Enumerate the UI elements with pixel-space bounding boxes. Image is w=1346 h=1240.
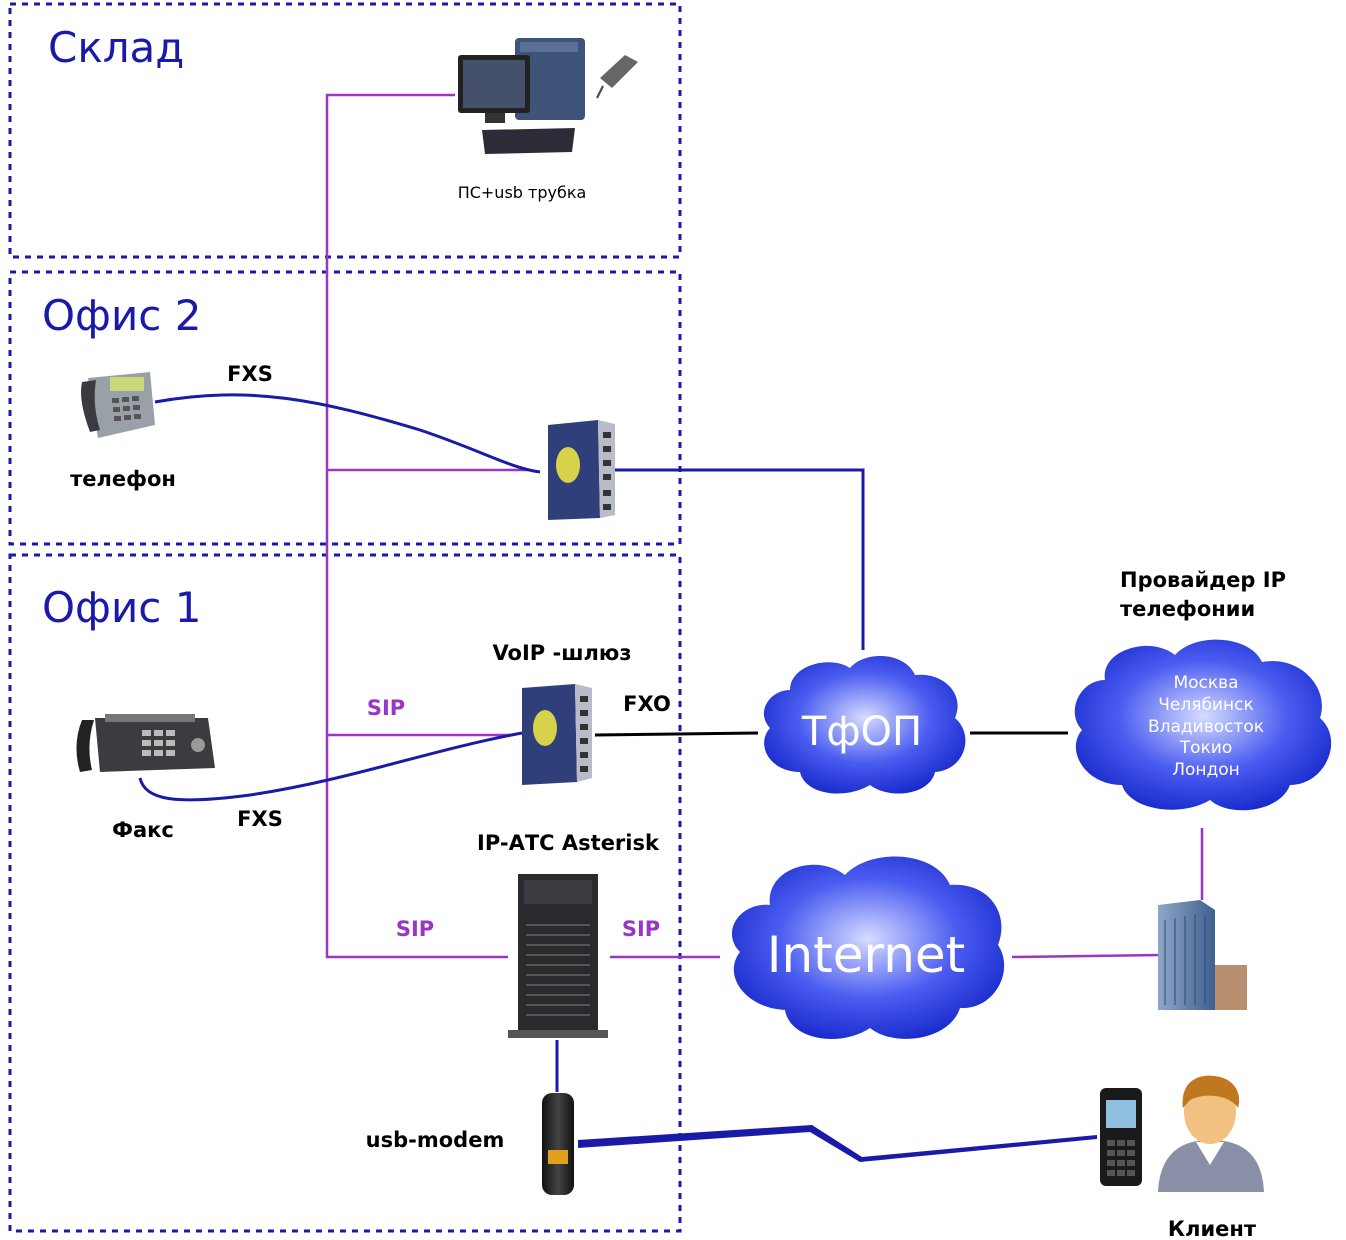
fxs-top-label: FXS [227,362,273,386]
pc-icon [458,38,638,154]
tfop-text: ТфОП [801,709,922,755]
building-icon [1158,900,1247,1010]
voip-gateway-label: VoIP -шлюз [492,641,631,665]
zone-ofis2: Офис 2 [8,270,682,546]
usb-modem-label: usb-modem [366,1128,505,1152]
city-vladivostok: Владивосток [1148,717,1264,737]
telefon-label: телефон [70,467,176,491]
zone-sklad-title: Склад [48,23,184,72]
city-chelyabinsk: Челябинск [1158,695,1253,715]
purple-lan-lines [325,93,1204,959]
fxs-bottom-label: FXS [237,807,283,831]
tfop-cloud: ТфОП [763,655,966,794]
sip-gateway-label: SIP [367,696,405,720]
internet-cloud: Internet [731,856,1005,1040]
city-tokio: Токио [1179,738,1233,758]
gateway-ofis2-icon [548,420,615,520]
blue-phone-lines [138,393,865,1092]
faks-label: Факс [112,818,174,842]
city-london: Лондон [1172,760,1240,780]
provider-cloud: Москва Челябинск Владивосток Токио Лондо… [1074,639,1332,811]
black-fxo-lines [594,731,1068,737]
client-avatar-icon [1158,1075,1264,1192]
city-moskva: Москва [1173,673,1238,693]
sip-left-label: SIP [396,917,434,941]
pc-usb-label: ПС+usb трубка [458,183,587,202]
zone-ofis1-title: Офис 1 [42,583,201,632]
server-icon [508,874,608,1038]
zone-ofis2-title: Офис 2 [42,291,201,340]
provider-label-line1: Провайдер IP [1120,568,1286,592]
fxo-label: FXO [623,692,671,716]
internet-text: Internet [767,926,966,984]
ipatc-label: IP-АТС Asterisk [477,831,660,855]
fax-icon [76,714,215,772]
mobile-phone-icon [1100,1088,1142,1186]
voip-gateway-icon [522,684,592,785]
provider-label-line2: телефонии [1120,597,1255,621]
wireless-link [578,1125,1097,1162]
usb-modem-icon [542,1093,574,1195]
sip-right-label: SIP [622,917,660,941]
zone-ofis1: Офис 1 [8,553,682,1233]
zone-sklad: Склад [8,2,682,259]
client-label: Клиент [1168,1217,1257,1240]
telefon-icon [81,372,155,438]
